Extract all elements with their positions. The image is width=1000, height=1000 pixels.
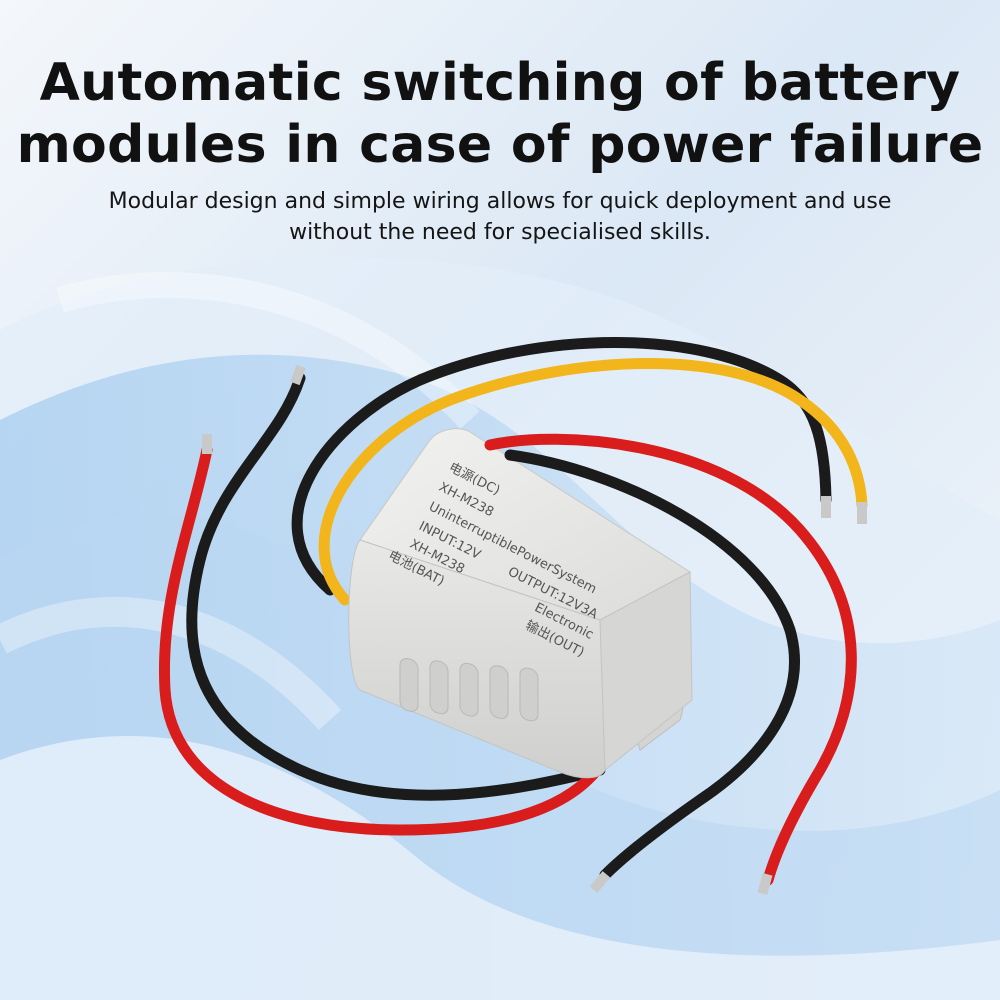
vent-slots — [399, 658, 539, 722]
headline-line-2: modules in case of power failure — [16, 115, 984, 175]
wire-yellow-top — [318, 358, 868, 606]
headline-line-1: Automatic switching of battery — [39, 53, 961, 113]
wire-red-left — [158, 434, 616, 836]
wire-black-right — [504, 449, 800, 893]
subheadline-line-2: without the need for specialised skills. — [289, 220, 711, 245]
subheadline-line-1: Modular design and simple wiring allows … — [108, 189, 892, 214]
wire-black-left — [186, 364, 606, 801]
wire-red-right — [484, 433, 857, 895]
subheadline: Modular design and simple wiring allows … — [20, 186, 980, 248]
headline: Automatic switching of battery modules i… — [0, 52, 1000, 176]
ups-module: 电源(DC) XH-M238 UninterruptiblePowerSyste… — [348, 428, 693, 779]
